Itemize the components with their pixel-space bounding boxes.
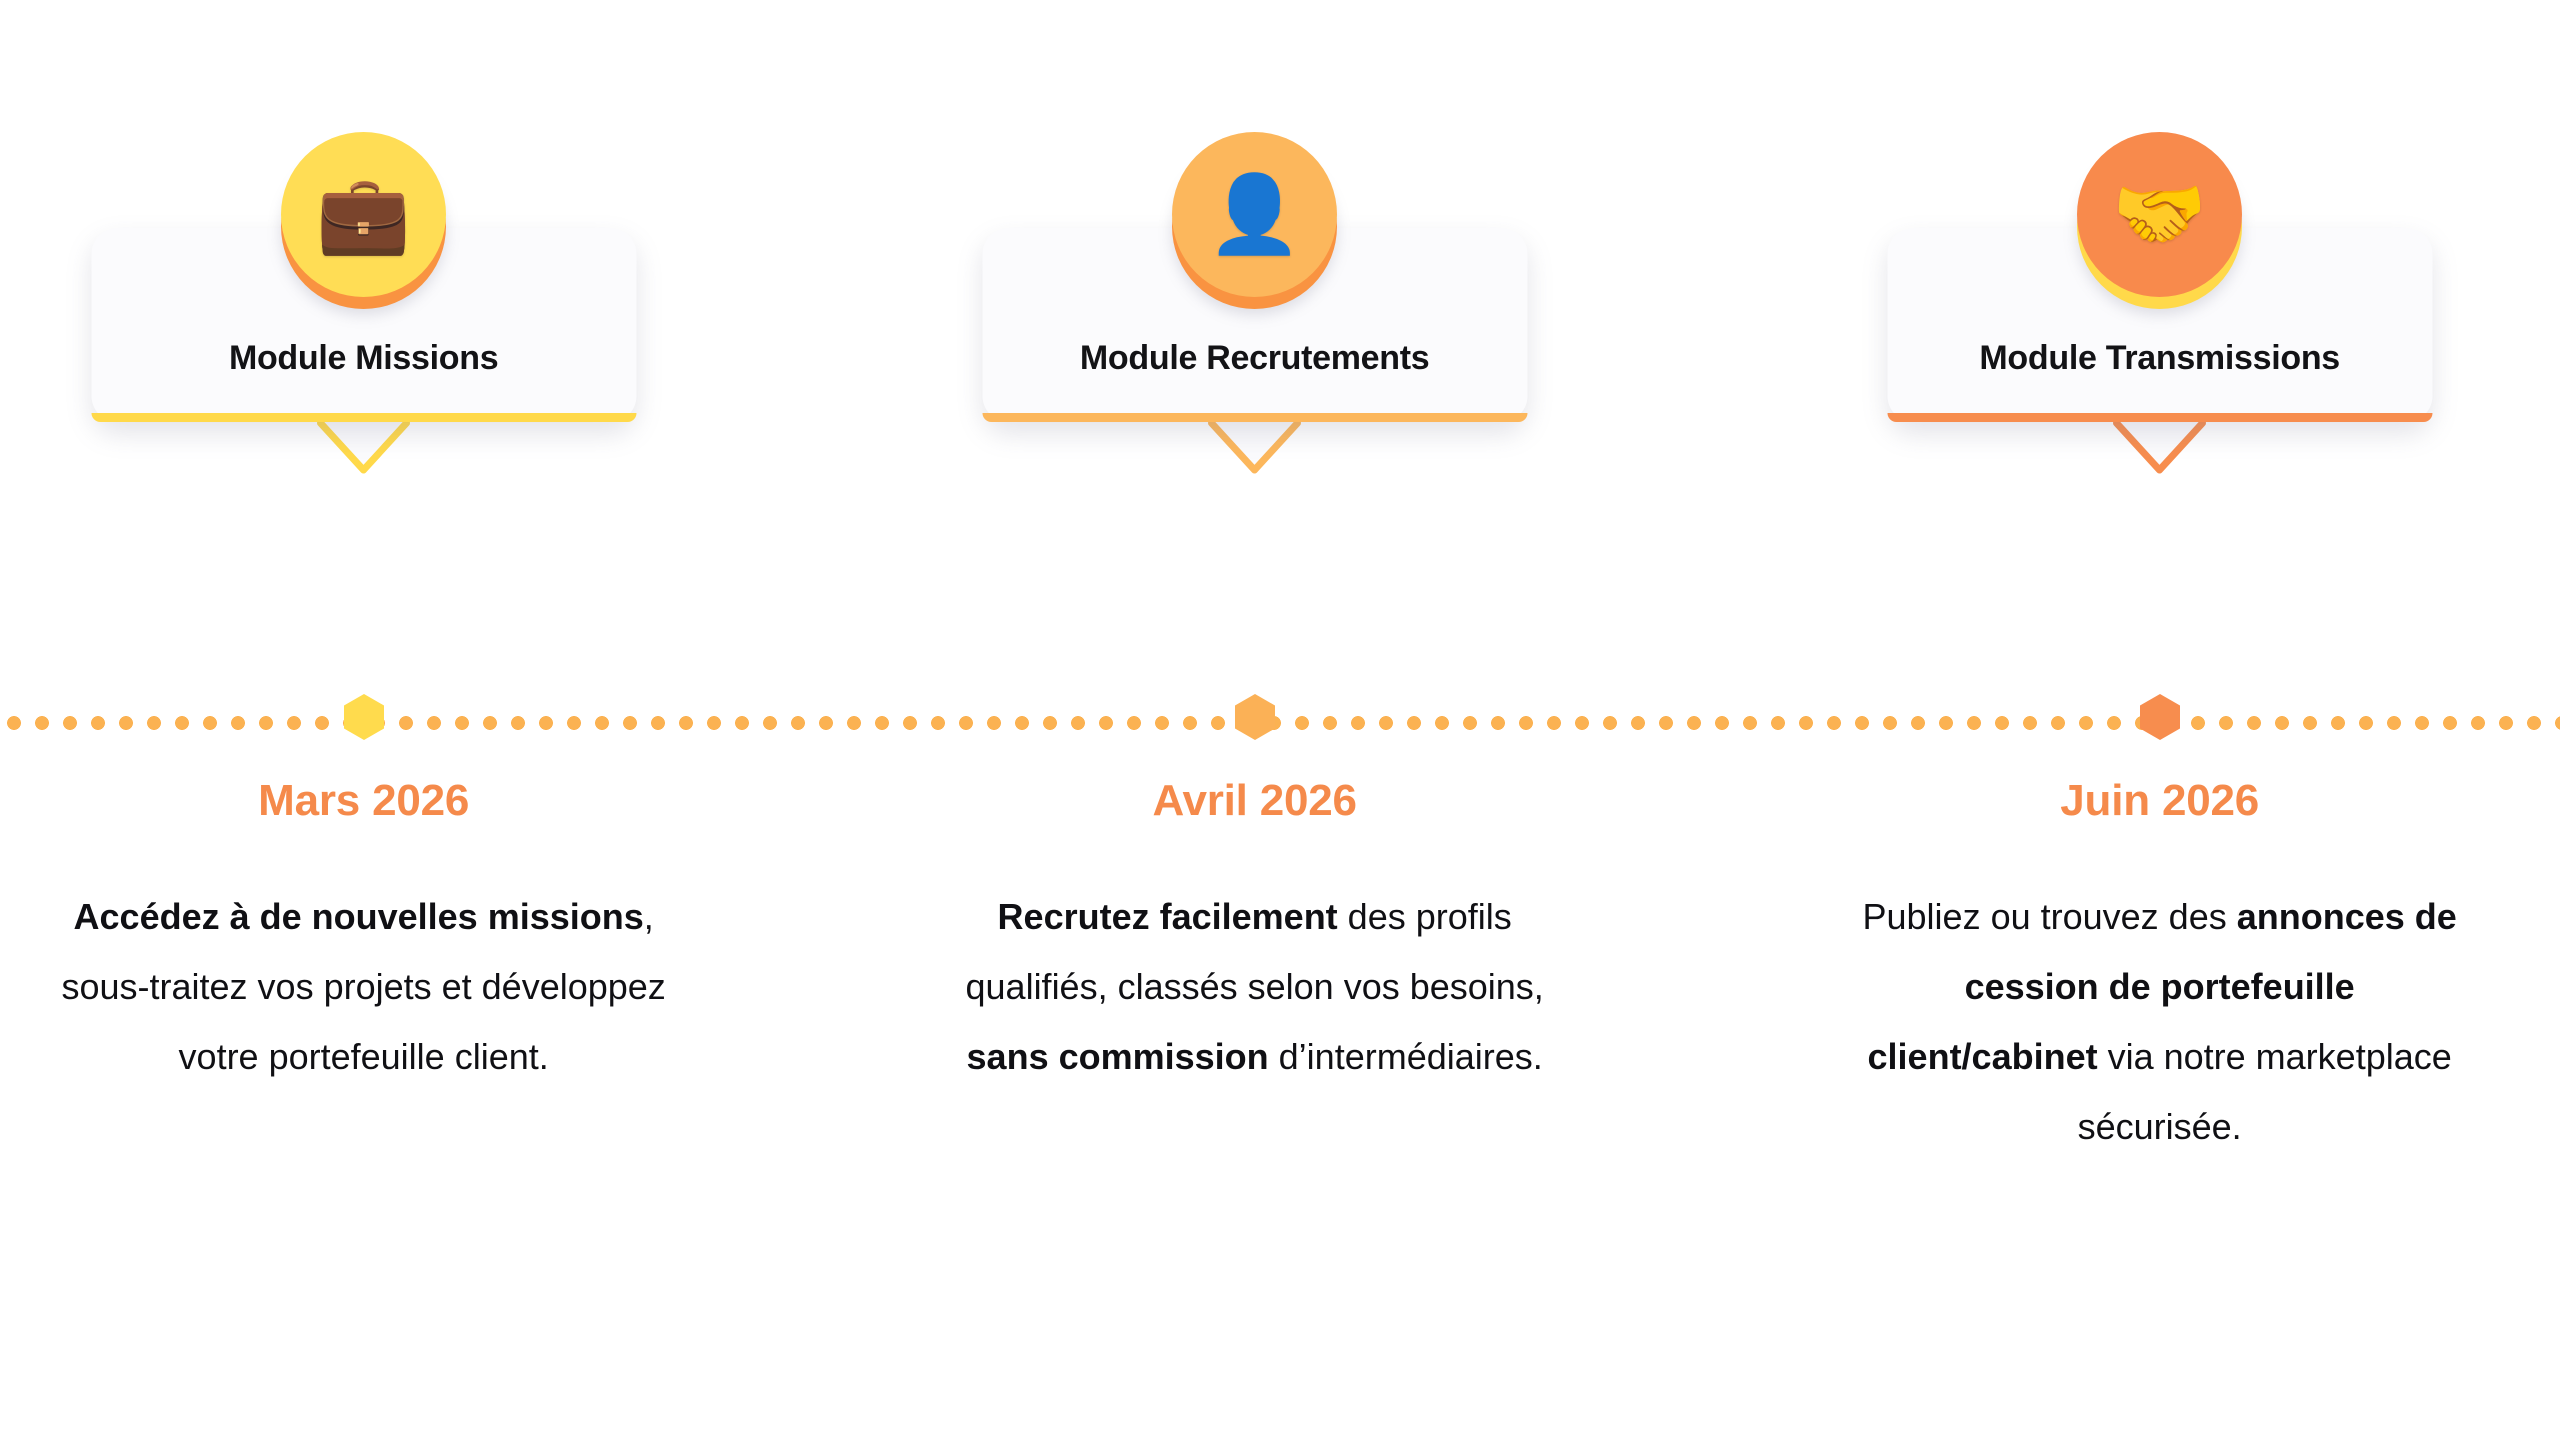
speech-bubble-card-missions[interactable]: 💼 Module Missions [91,132,637,474]
milestone-description-transmissions: Publiez ou trouvez des annonces de cessi… [1862,896,2457,1147]
briefcase-icon: 💼 [316,171,411,257]
dotted-timeline-rail [0,716,2560,730]
icon-face-transmissions: 🤝 [2077,132,2243,297]
handshake-icon: 🤝 [2112,171,2207,257]
bubble-body-recrutements: Module Recrutements [982,228,1528,422]
bubble-tail-transmissions [2113,419,2207,474]
milestone-date-transmissions: Juin 2026 [2060,776,2260,825]
milestone-date-missions: Mars 2026 [258,776,470,825]
milestone-column-missions: 💼 Module Missions Mars 2026 Accédez à de… [0,0,790,1440]
timeline-node-recrutements[interactable] [1234,694,1275,740]
bubble-tail-missions [317,419,411,474]
module-title-recrutements: Module Recrutements [1079,339,1430,377]
speech-bubble-card-transmissions[interactable]: 🤝 Module Transmissions [1887,132,2433,474]
bubble-tail-recrutements [1208,419,1302,474]
milestone-column-transmissions: 🤝 Module Transmissions Juin 2026 Publiez… [1733,0,2560,1440]
icon-badge-transmissions: 🤝 [2077,132,2243,309]
timeline-node-transmissions[interactable] [2139,694,2180,740]
module-title-transmissions: Module Transmissions [1979,339,2340,377]
milestone-column-recrutements: 👤 Module Recrutements Avril 2026 Recrute… [828,0,1681,1440]
icon-face-recrutements: 👤 [1172,132,1338,297]
timeline-node-missions[interactable] [343,694,384,740]
milestone-description-recrutements: Recrutez facilement des profils qualifié… [965,896,1544,1077]
icon-badge-recrutements: 👤 [1172,132,1338,309]
icon-face-missions: 💼 [281,132,447,297]
speech-bubble-card-recrutements[interactable]: 👤 Module Recrutements [982,132,1528,474]
icon-badge-missions: 💼 [281,132,447,309]
milestone-date-recrutements: Avril 2026 [1152,776,1357,825]
milestone-description-missions: Accédez à de nouvelles missions, sous-tr… [61,896,666,1077]
module-title-missions: Module Missions [228,339,499,377]
person-silhouette-icon: 👤 [1207,171,1302,257]
